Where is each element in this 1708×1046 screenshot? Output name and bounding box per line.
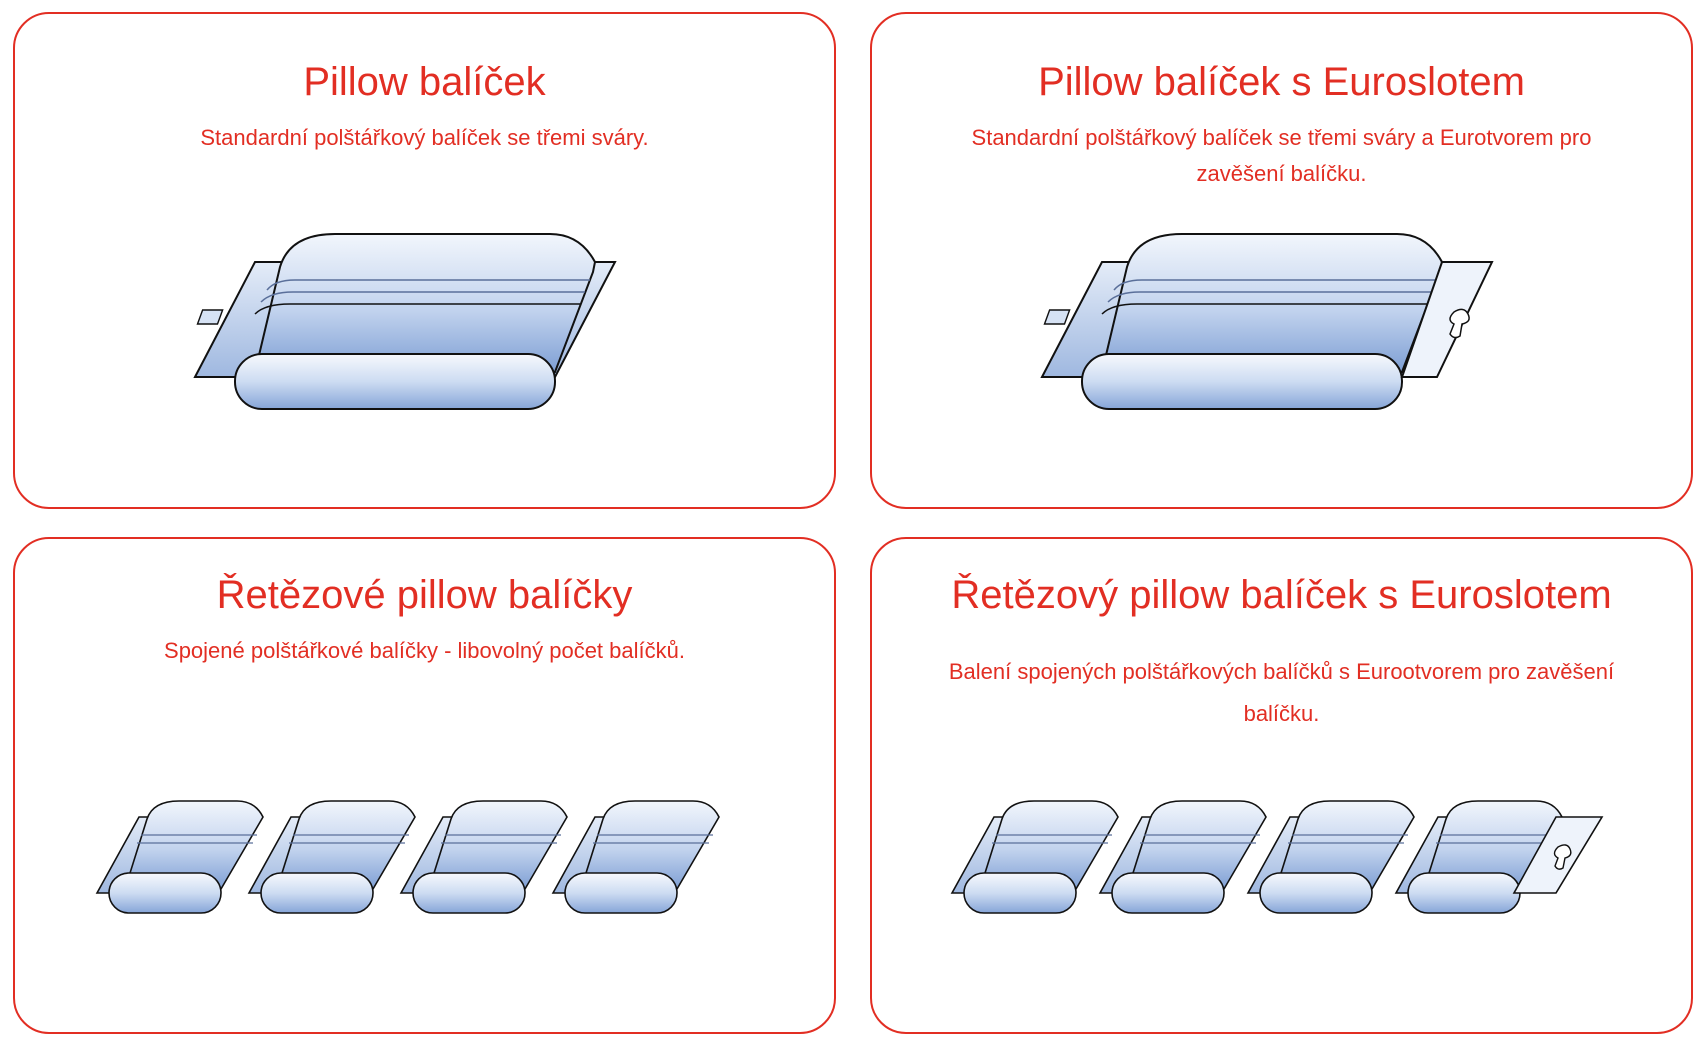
chain-pillow-euroslot-illustration xyxy=(951,800,1604,914)
chain-link xyxy=(248,800,416,914)
chain-link xyxy=(400,800,568,914)
chain-link xyxy=(1247,800,1415,914)
euroslot-hole-icon xyxy=(1449,308,1470,339)
chain-link xyxy=(552,800,720,914)
card-pillow-package-euroslot[interactable]: Pillow balíček s Euroslotem Standardní p… xyxy=(870,12,1693,509)
card-description: Balení spojených polštářkových balíčků s… xyxy=(948,659,1615,726)
chain-link xyxy=(951,800,1119,914)
euroslot-flap xyxy=(1400,261,1494,378)
card-description: Standardní polštářkový balíček se třemi … xyxy=(971,125,1592,186)
card-title: Pillow balíček xyxy=(303,60,546,104)
card-chain-pillow-euroslot[interactable]: Řetězový pillow balíček s Euroslotem Bal… xyxy=(870,537,1693,1034)
chain-pillow-illustration xyxy=(96,800,720,914)
card-chain-pillow-packages[interactable]: Řetězové pillow balíčky Spojené polštářk… xyxy=(13,537,836,1034)
euroslot-hole-icon xyxy=(1553,844,1572,870)
card-pillow-package[interactable]: Pillow balíček Standardní polštářkový ba… xyxy=(13,12,836,509)
pillow-package-euroslot-illustration xyxy=(1041,233,1494,410)
card-description: Spojené polštářkové balíčky - libovolný … xyxy=(164,638,685,663)
pillow-package-illustration xyxy=(194,233,616,410)
chain-link xyxy=(96,800,264,914)
card-title: Řetězový pillow balíček s Euroslotem xyxy=(951,573,1612,617)
card-title: Pillow balíček s Euroslotem xyxy=(1038,60,1525,104)
chain-link xyxy=(1099,800,1267,914)
card-title: Řetězové pillow balíčky xyxy=(216,573,633,617)
card-description: Standardní polštářkový balíček se třemi … xyxy=(200,125,649,150)
